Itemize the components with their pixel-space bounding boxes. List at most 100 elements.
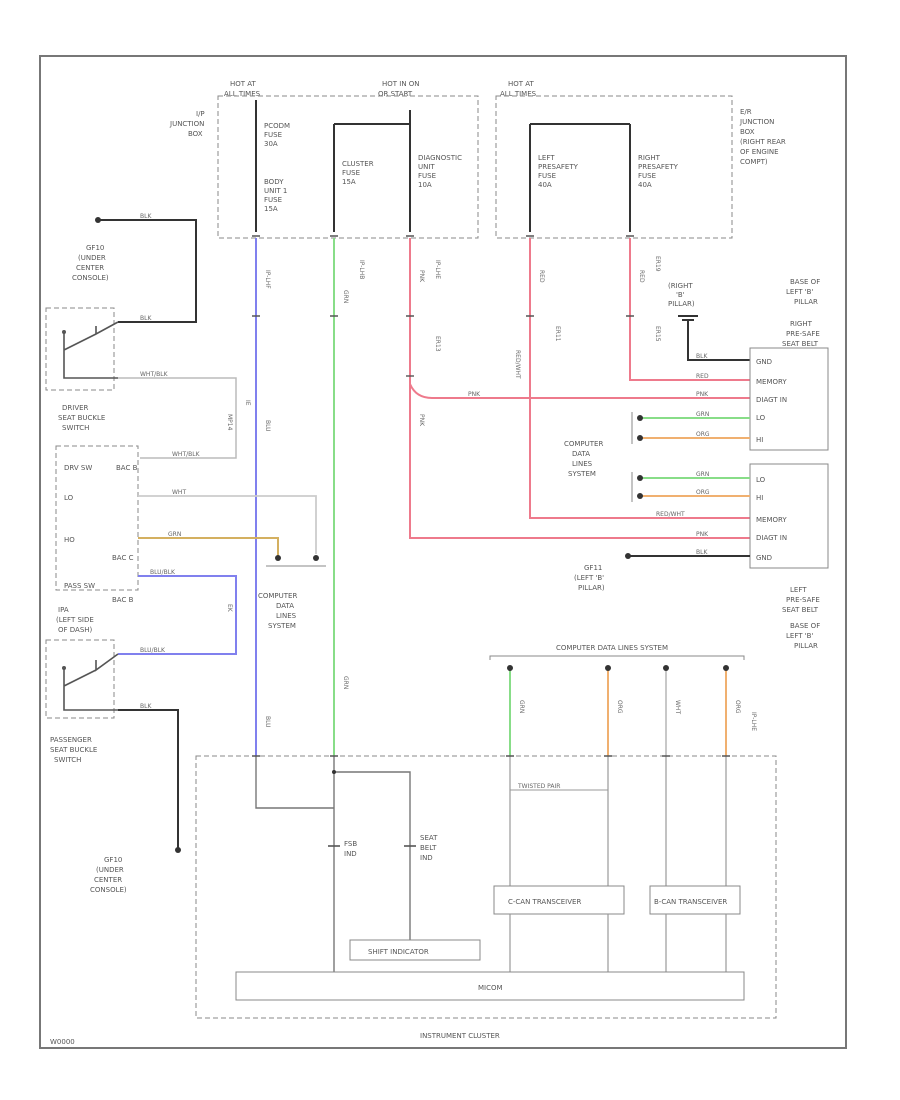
svg-text:15A: 15A (342, 178, 356, 186)
svg-text:BODY: BODY (264, 178, 284, 186)
cdls-wire-labels: GRN ORG WHT ORG IP-LHE (518, 700, 757, 731)
svg-text:IP-LHF: IP-LHF (264, 270, 271, 289)
svg-text:BLK: BLK (140, 703, 152, 710)
hot-at-all-times-left: HOT AT ALL TIMES (224, 80, 261, 98)
svg-text:WHT: WHT (674, 700, 681, 714)
svg-text:HOT IN ON: HOT IN ON (382, 80, 420, 88)
svg-text:GRN: GRN (696, 471, 709, 478)
svg-text:(RIGHT REAR: (RIGHT REAR (740, 138, 786, 146)
hot-at-all-times-right: HOT AT ALL TIMES (500, 80, 537, 98)
svg-text:CONSOLE): CONSOLE) (72, 274, 109, 282)
svg-text:OF DASH): OF DASH) (58, 626, 93, 634)
svg-text:HOT AT: HOT AT (230, 80, 257, 88)
svg-text:RIGHT: RIGHT (790, 320, 813, 328)
svg-text:BAC C: BAC C (112, 554, 134, 562)
svg-text:SEAT BELT: SEAT BELT (782, 340, 819, 348)
svg-text:COMPUTER: COMPUTER (258, 592, 297, 600)
driver-wht-blk-wire (118, 377, 237, 459)
svg-text:HI: HI (756, 436, 763, 444)
svg-text:PILLAR): PILLAR) (668, 300, 695, 308)
diagnostic-fuse: DIAGNOSTIC UNIT FUSE 10A (418, 154, 462, 189)
svg-text:FUSE: FUSE (342, 169, 360, 177)
svg-text:ER15: ER15 (654, 326, 661, 342)
svg-text:FUSE: FUSE (264, 196, 282, 204)
svg-text:PNK: PNK (696, 391, 709, 398)
svg-text:DATA: DATA (276, 602, 294, 610)
svg-text:MICOM: MICOM (478, 984, 503, 992)
svg-text:FUSE: FUSE (538, 172, 556, 180)
svg-text:BLK: BLK (696, 353, 708, 360)
svg-text:LEFT 'B': LEFT 'B' (786, 632, 813, 640)
hi-wire-gold (138, 537, 279, 556)
gf10-bottom-wire (118, 709, 179, 850)
left-presafe-pins: LO HI MEMORY DIAGT IN GND (756, 476, 787, 562)
svg-text:BOX: BOX (740, 128, 755, 136)
svg-text:FUSE: FUSE (638, 172, 656, 180)
svg-text:SWITCH: SWITCH (54, 756, 81, 764)
svg-text:ER19: ER19 (654, 256, 661, 272)
svg-text:WHT/BLK: WHT/BLK (172, 451, 201, 458)
instrument-cluster (195, 755, 777, 1019)
svg-text:CONSOLE): CONSOLE) (90, 886, 127, 894)
svg-text:B-CAN TRANSCEIVER: B-CAN TRANSCEIVER (654, 898, 727, 906)
svg-text:DIAGT IN: DIAGT IN (756, 534, 787, 542)
svg-text:IP-LHB: IP-LHB (358, 260, 365, 279)
svg-text:RED: RED (538, 270, 545, 283)
pass-sw-wire-blue (118, 575, 237, 655)
svg-text:CENTER: CENTER (76, 264, 104, 272)
svg-text:MEMORY: MEMORY (756, 516, 787, 524)
svg-text:I/P: I/P (196, 110, 205, 118)
svg-text:EK: EK (226, 604, 233, 613)
svg-text:BASE OF: BASE OF (790, 278, 820, 286)
svg-text:ORG: ORG (696, 489, 710, 496)
svg-text:SEAT BUCKLE: SEAT BUCKLE (58, 414, 105, 422)
svg-text:FUSE: FUSE (264, 131, 282, 139)
svg-text:LO: LO (64, 494, 74, 502)
svg-text:'B': 'B' (676, 291, 685, 299)
svg-text:30A: 30A (264, 140, 278, 148)
gf10-top-ground: BLK BLK GF10 (UNDER CENTER CONSOLE) (72, 213, 197, 323)
svg-text:COMPT): COMPT) (740, 158, 768, 166)
cdls-left-label: COMPUTER DATA LINES SYSTEM (258, 592, 297, 630)
svg-text:IP-LHE: IP-LHE (750, 712, 757, 731)
svg-text:IND: IND (344, 850, 357, 858)
svg-text:COMPUTER: COMPUTER (564, 440, 603, 448)
svg-text:SEAT: SEAT (420, 834, 438, 842)
right-b-pillar-ground: (RIGHT 'B' PILLAR) (668, 282, 750, 361)
svg-text:LEFT: LEFT (538, 154, 555, 162)
lo-wire-white (138, 495, 317, 554)
left-presafe-seatbelt (749, 463, 829, 569)
svg-text:PILLAR: PILLAR (794, 642, 818, 650)
svg-text:GRN: GRN (342, 290, 349, 303)
left-presafe-seatbelt-label: LEFT PRE-SAFE SEAT BELT BASE OF LEFT 'B'… (782, 586, 820, 650)
right-presafe-seatbelt-label: BASE OF LEFT 'B' PILLAR RIGHT PRE-SAFE S… (782, 278, 820, 348)
svg-text:PCODM: PCODM (264, 122, 290, 130)
svg-text:BLU/BLK: BLU/BLK (150, 569, 176, 576)
svg-text:JUNCTION: JUNCTION (739, 118, 774, 126)
svg-text:ORG: ORG (616, 700, 623, 714)
passenger-switch-contact (63, 653, 119, 711)
svg-text:LINES: LINES (276, 612, 297, 620)
svg-text:PRESAFETY: PRESAFETY (538, 163, 579, 171)
svg-text:GND: GND (756, 358, 772, 366)
svg-text:BLK: BLK (696, 549, 708, 556)
er-junction-box-label: E/R JUNCTION BOX (RIGHT REAR OF ENGINE C… (739, 108, 786, 166)
instrument-cluster-label: INSTRUMENT CLUSTER (420, 1032, 500, 1040)
horizontal-wire-labels-right: BLK RED PNK PNK GRN ORG GRN ORG RED/WHT … (468, 353, 710, 556)
red-wire-right (629, 238, 750, 381)
pcodm-fuse: PCODM FUSE 30A (264, 122, 290, 148)
svg-text:HI: HI (756, 494, 763, 502)
svg-text:PASSENGER: PASSENGER (50, 736, 92, 744)
ip-junction-box-label: I/P JUNCTION BOX (169, 110, 205, 138)
svg-text:IND: IND (420, 854, 433, 862)
passenger-seat-buckle-switch (45, 639, 115, 719)
svg-text:SWITCH: SWITCH (62, 424, 89, 432)
svg-text:BASE OF: BASE OF (790, 622, 820, 630)
cluster-fuse: CLUSTER FUSE 15A (342, 160, 374, 186)
svg-text:OR START: OR START (378, 90, 413, 98)
red-wire-left (529, 238, 750, 519)
svg-text:(UNDER: (UNDER (96, 866, 124, 874)
svg-text:ALL TIMES: ALL TIMES (224, 90, 261, 98)
ipa-label: IPA (LEFT SIDE OF DASH) (56, 606, 94, 634)
